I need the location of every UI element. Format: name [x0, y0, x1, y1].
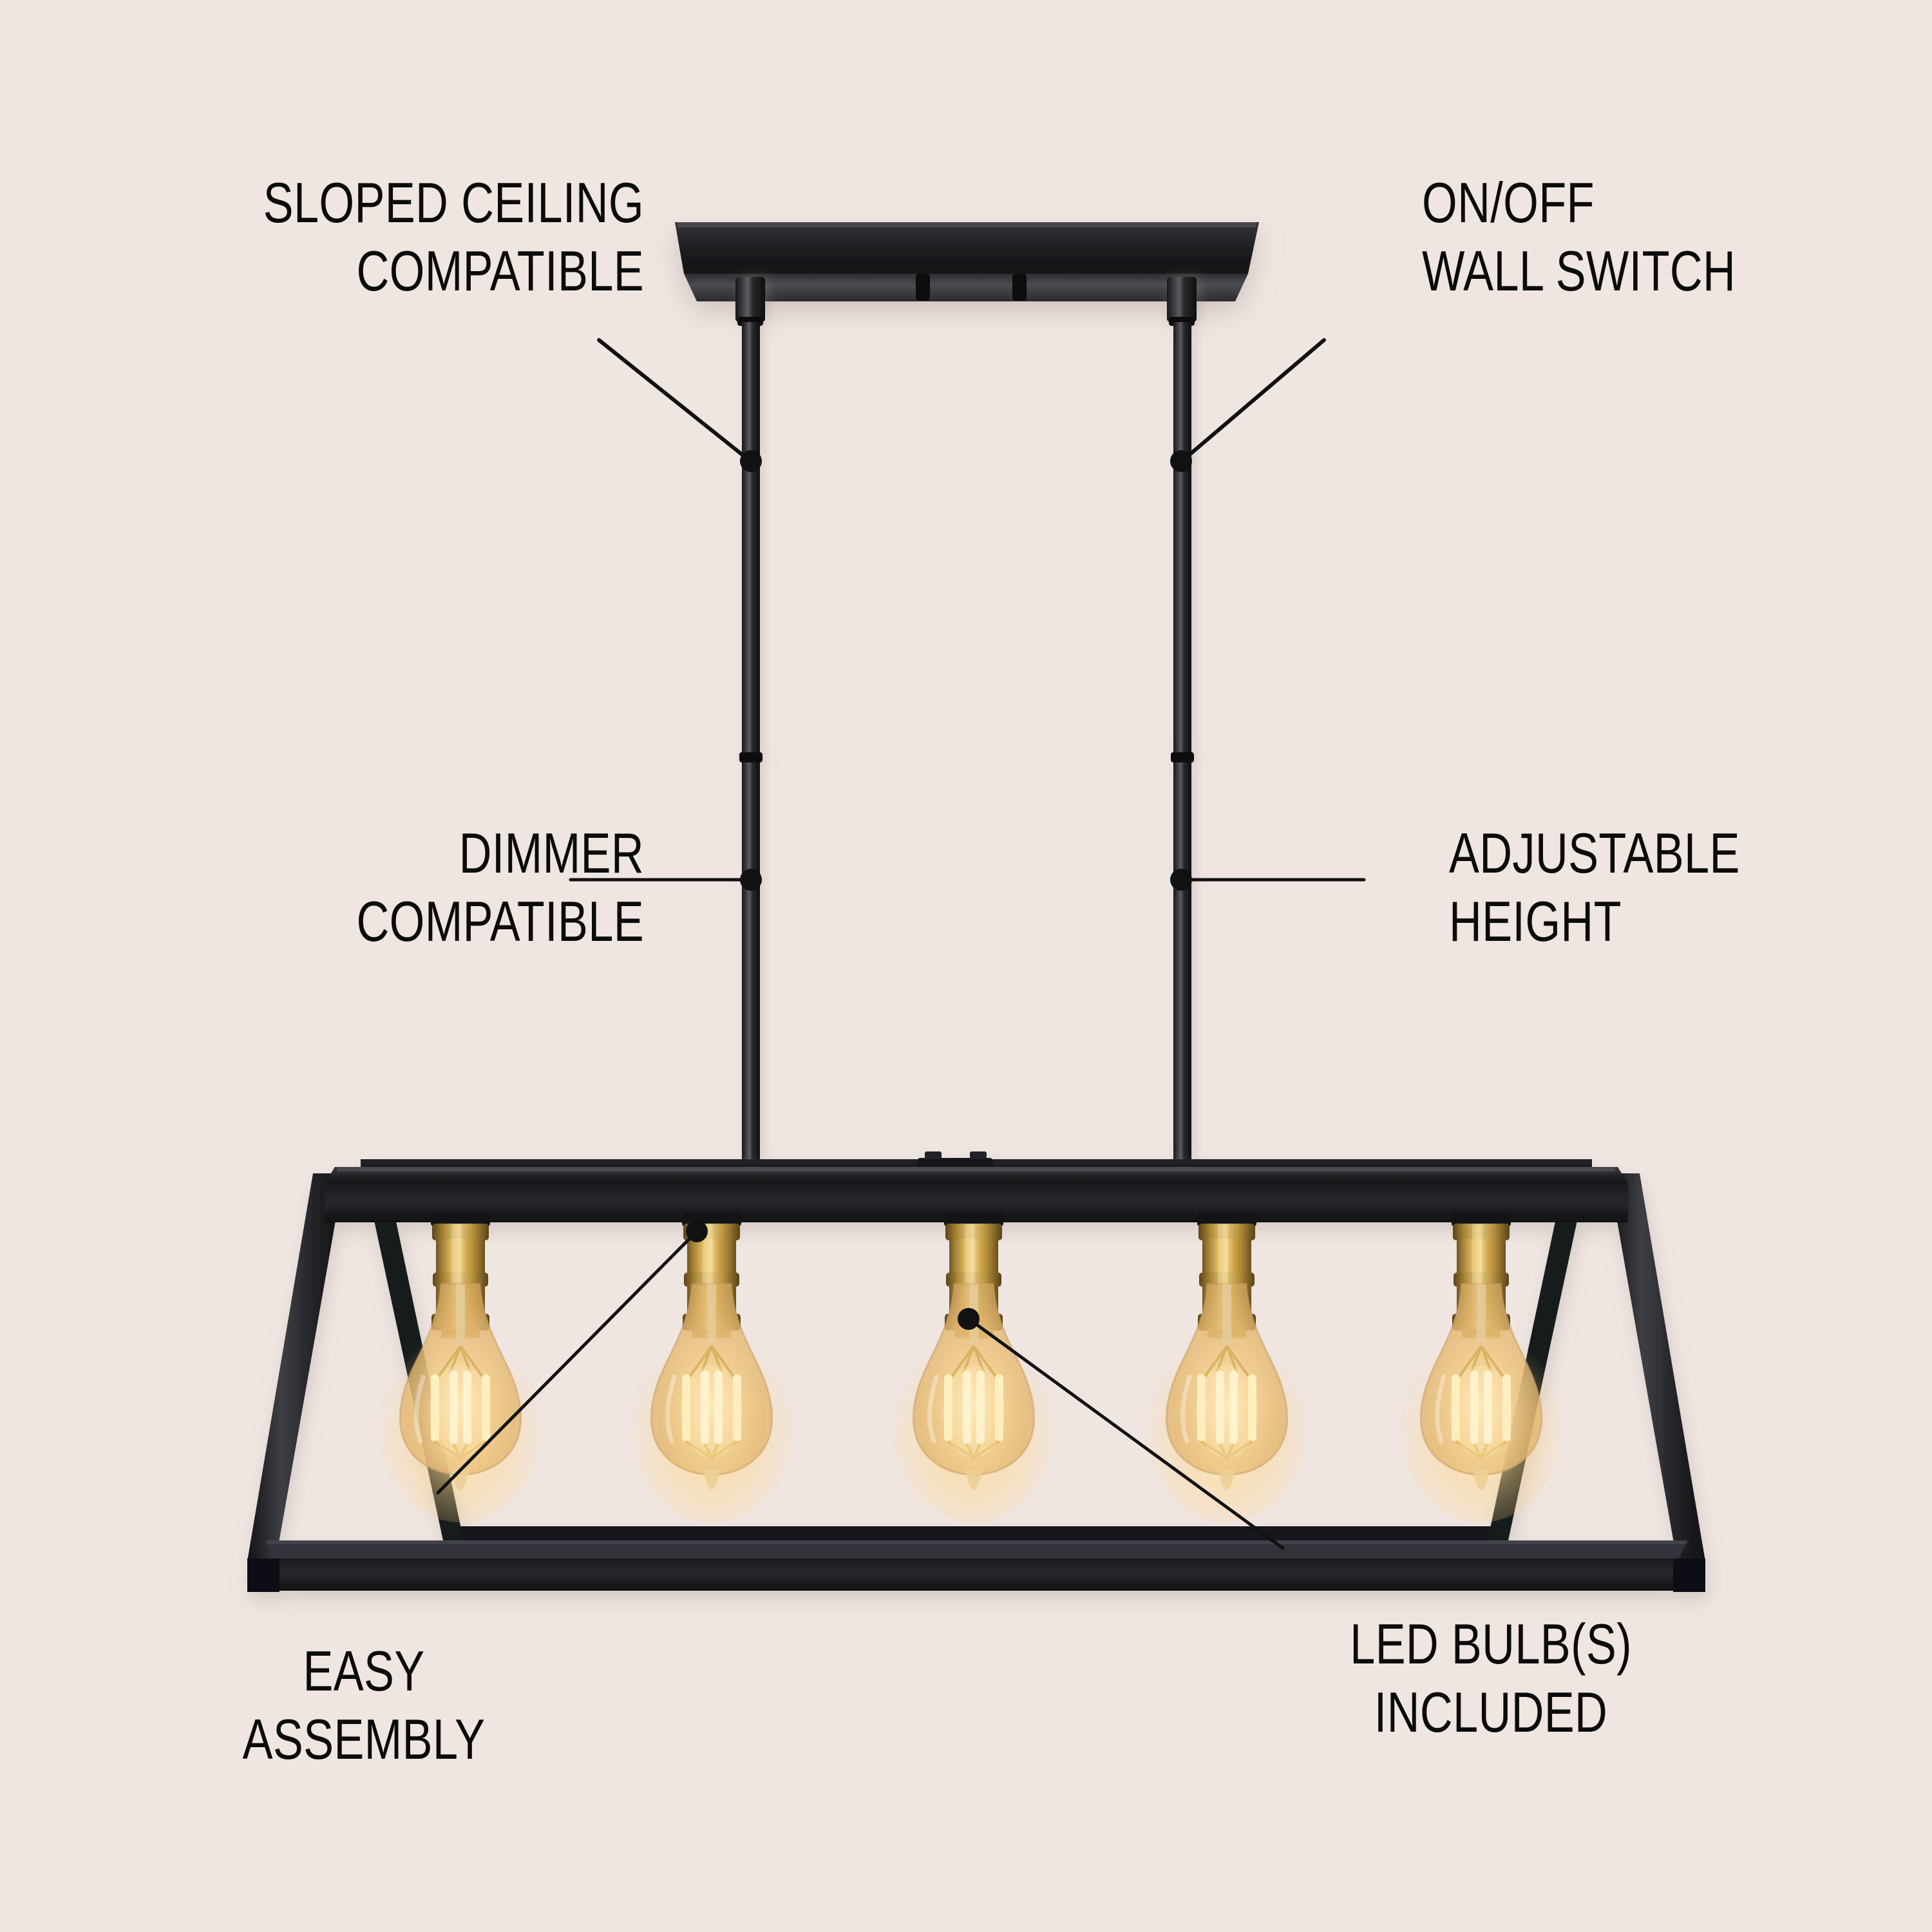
leader-lines [436, 338, 1366, 1550]
leader-dot-easy [686, 1220, 708, 1242]
left-downrod [735, 277, 765, 1167]
leader-dot-onoff [1170, 450, 1192, 472]
callout-label-adjustable-height: ADJUSTABLE HEIGHT [1449, 821, 1740, 953]
leader-line-sloped [597, 338, 749, 460]
leader-dot-led [958, 1308, 980, 1330]
callout-label-on-off-wall-switch: ON/OFF WALL SWITCH [1422, 171, 1736, 303]
ceiling-canopy [675, 222, 1259, 301]
leader-line-easy [436, 1232, 696, 1495]
right-downrod [1167, 277, 1197, 1167]
callout-label-dimmer-compatible: DIMMER COMPATIBLE [356, 821, 644, 953]
callout-label-sloped-ceiling-compatible: SLOPED CEILING COMPATIBLE [263, 171, 644, 303]
callout-label-easy-assembly: EASY ASSEMBLY [242, 1639, 486, 1771]
leader-dot-dimmer [740, 869, 762, 891]
leader-dot-adjustable [1170, 869, 1192, 891]
leader-dot-sloped [740, 450, 762, 472]
callout-label-led-bulbs-included: LED BULB(S) INCLUDED [1350, 1612, 1632, 1744]
leader-line-led [971, 1320, 1285, 1550]
leader-line-onoff [1183, 338, 1326, 460]
